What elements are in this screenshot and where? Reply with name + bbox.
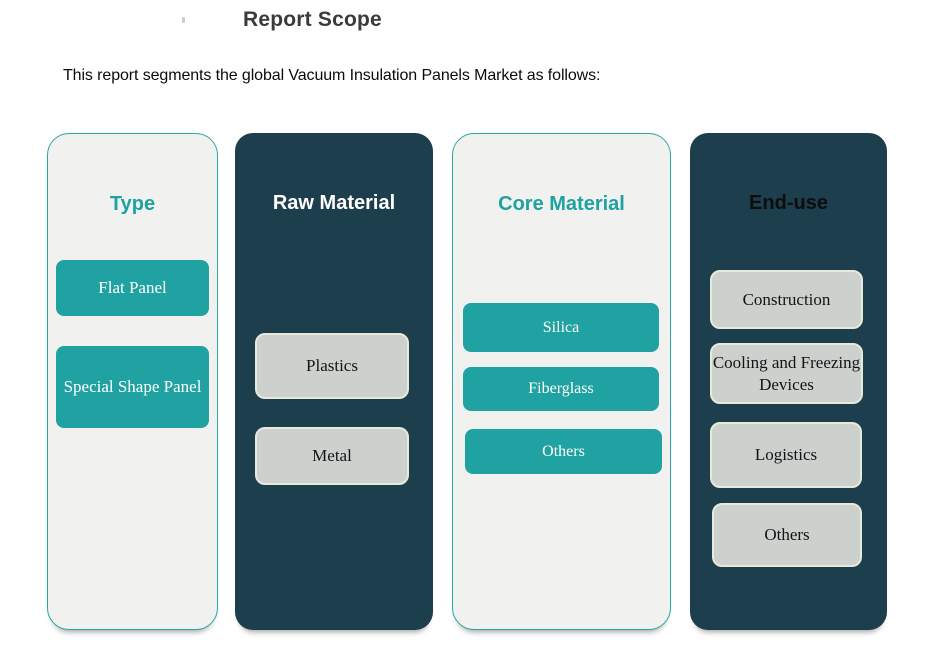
column-core-material: Core Material Silica Fiberglass Others (452, 133, 671, 630)
column-type: Type Flat Panel Special Shape Panel (47, 133, 218, 630)
page-subtitle: This report segments the global Vacuum I… (63, 67, 601, 84)
segment-core-others: Others (465, 429, 662, 474)
segment-enduse-others: Others (712, 503, 862, 567)
segment-flat-panel: Flat Panel (56, 260, 209, 316)
column-type-header: Type (109, 193, 156, 215)
column-end-use-header: End-use (749, 192, 828, 214)
segment-metal: Metal (255, 427, 409, 485)
segment-logistics: Logistics (710, 422, 862, 488)
column-raw-material: Raw Material Plastics Metal (235, 133, 433, 630)
column-end-use: End-use Construction Cooling and Freezin… (690, 133, 887, 630)
segment-special-shape-panel: Special Shape Panel (56, 346, 209, 428)
segment-plastics: Plastics (255, 333, 409, 399)
segment-construction: Construction (710, 270, 863, 329)
column-core-material-header: Core Material (498, 193, 625, 215)
stray-speck (182, 17, 185, 23)
page-title: Report Scope (243, 8, 382, 31)
column-raw-material-header: Raw Material (272, 192, 396, 214)
segment-silica: Silica (463, 303, 659, 352)
segment-cooling-freezing-devices: Cooling and Freezing Devices (710, 343, 863, 404)
segment-fiberglass: Fiberglass (463, 367, 659, 411)
